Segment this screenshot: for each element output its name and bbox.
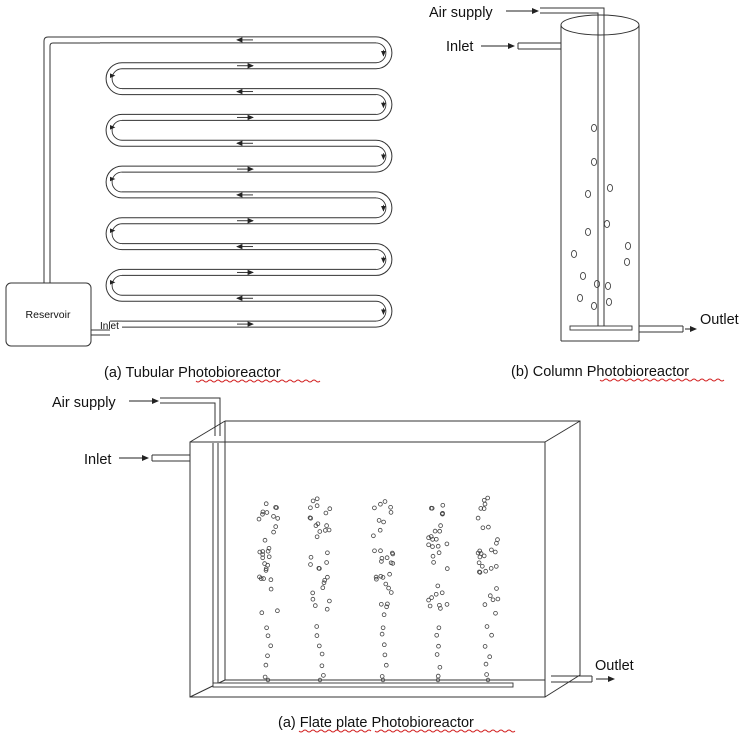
tubular-photobioreactor: Reservoir Inlet (a) Tubular Photobioreac… — [5, 36, 393, 383]
tubular-caption: (a) Tubular Photobioreactor — [104, 365, 281, 381]
column-photobioreactor: Air supply Inlet Outlet (b) Column Photo… — [429, 5, 739, 382]
tubular-inlet-label: Inlet — [100, 321, 119, 332]
flat-sparger — [212, 682, 514, 688]
flat-outlet-label: Outlet — [595, 658, 634, 674]
serpentine-tubes — [100, 36, 393, 328]
tubular-caption-word: Photobioreactor — [178, 365, 281, 381]
column-caption: (b) Column Photobioreactor — [511, 364, 689, 380]
flat-caption: (a) Flate plate Photobioreactor — [278, 715, 474, 731]
spellcheck-underline — [599, 378, 725, 382]
column-caption-word: Photobioreactor — [587, 364, 690, 380]
column-top — [560, 14, 640, 36]
flat-caption-word2: Photobioreactor — [372, 715, 475, 731]
column-outlet-label: Outlet — [700, 312, 739, 328]
flat-bubbles — [256, 495, 501, 683]
flat-plate-photobioreactor: Air supply Inlet Outlet (a) Flate plate … — [52, 395, 634, 733]
spellcheck-underline — [374, 729, 516, 733]
flat-caption-word1: Flate plate — [300, 715, 368, 731]
flat-inlet-label: Inlet — [84, 452, 111, 468]
column-air-supply-label: Air supply — [429, 5, 493, 21]
reservoir-box — [5, 282, 92, 347]
spellcheck-underline — [298, 729, 372, 733]
column-bubbles — [570, 123, 632, 311]
flat-air-tube — [160, 397, 221, 436]
column-inlet-label: Inlet — [446, 39, 473, 55]
column-sparger — [569, 325, 633, 331]
column-air-tube — [540, 7, 605, 328]
reservoir-label: Reservoir — [26, 309, 71, 321]
flat-front-face — [189, 441, 546, 698]
flat-air-supply-label: Air supply — [52, 395, 116, 411]
return-line — [43, 36, 100, 286]
spellcheck-underline — [195, 379, 321, 383]
